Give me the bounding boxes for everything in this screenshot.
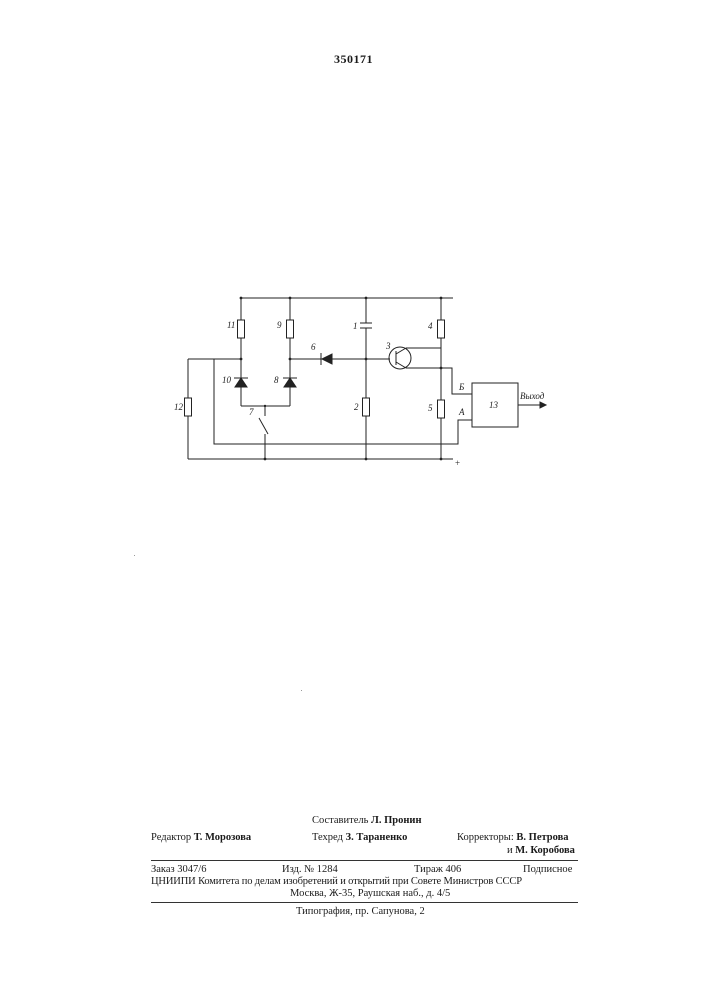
- diode-8: [284, 378, 296, 387]
- transistor-3: [389, 347, 411, 369]
- label-block13: 13: [489, 400, 499, 410]
- return-wire-a: [214, 359, 472, 444]
- label-r11: 11: [227, 320, 235, 330]
- composer-line: Составитель Л. Пронин: [312, 815, 422, 826]
- corrector2-line: и М. Коробова: [507, 845, 575, 856]
- subscription: Подписное: [523, 864, 572, 875]
- corrector-2: М. Коробова: [515, 845, 575, 856]
- label-t3: 3: [385, 341, 391, 351]
- edition-number: Изд. № 1284: [282, 864, 338, 875]
- label-r2: 2: [354, 402, 359, 412]
- label-output: Выход: [520, 391, 545, 401]
- switch-7: [259, 418, 268, 434]
- correctors-label: Корректоры:: [457, 832, 514, 843]
- label-r9: 9: [277, 320, 282, 330]
- composer-label: Составитель: [312, 815, 368, 826]
- label-d6: 6: [311, 342, 316, 352]
- corrector-2-prefix: и: [507, 845, 513, 856]
- techred-line: Техред З. Тараненко: [312, 832, 407, 843]
- label-r4: 4: [428, 321, 433, 331]
- circulation: Тираж 406: [414, 864, 461, 875]
- label-input-b: Б: [458, 382, 465, 392]
- label-c1: 1: [353, 321, 358, 331]
- resistor-2: [363, 398, 370, 416]
- label-d10: 10: [222, 375, 232, 385]
- corrector-1: В. Петрова: [516, 832, 568, 843]
- input-wire-b: [441, 368, 472, 394]
- label-sw7: 7: [249, 407, 254, 417]
- resistor-5: [438, 400, 445, 418]
- label-input-a: А: [458, 407, 465, 417]
- printing-house: Типография, пр. Сапунова, 2: [296, 906, 425, 917]
- label-r12: 12: [174, 402, 184, 412]
- techred-name: З. Тараненко: [346, 832, 408, 843]
- address-line: Москва, Ж-35, Раушская наб., д. 4/5: [290, 888, 450, 899]
- techred-label: Техред: [312, 832, 343, 843]
- resistor-4: [438, 320, 445, 338]
- scan-speck: [134, 555, 135, 556]
- label-r5: 5: [428, 403, 433, 413]
- label-plus: +: [455, 458, 460, 468]
- resistor-11: [238, 320, 245, 338]
- divider-bottom: [151, 902, 578, 903]
- editor-name: Т. Морозова: [194, 832, 251, 843]
- resistor-9: [287, 320, 294, 338]
- divider-top: [151, 860, 578, 861]
- diode-10: [235, 378, 247, 387]
- diode-6: [322, 354, 332, 364]
- editor-label: Редактор: [151, 832, 191, 843]
- organization-line: ЦНИИПИ Комитета по делам изобретений и о…: [151, 876, 522, 887]
- scan-speck: [301, 690, 302, 691]
- resistor-12: [185, 398, 192, 416]
- composer-name: Л. Пронин: [371, 815, 421, 826]
- editor-line: Редактор Т. Морозова: [151, 832, 251, 843]
- order-number: Заказ 3047/6: [151, 864, 206, 875]
- label-d8: 8: [274, 375, 279, 385]
- correctors-line: Корректоры: В. Петрова: [457, 832, 569, 843]
